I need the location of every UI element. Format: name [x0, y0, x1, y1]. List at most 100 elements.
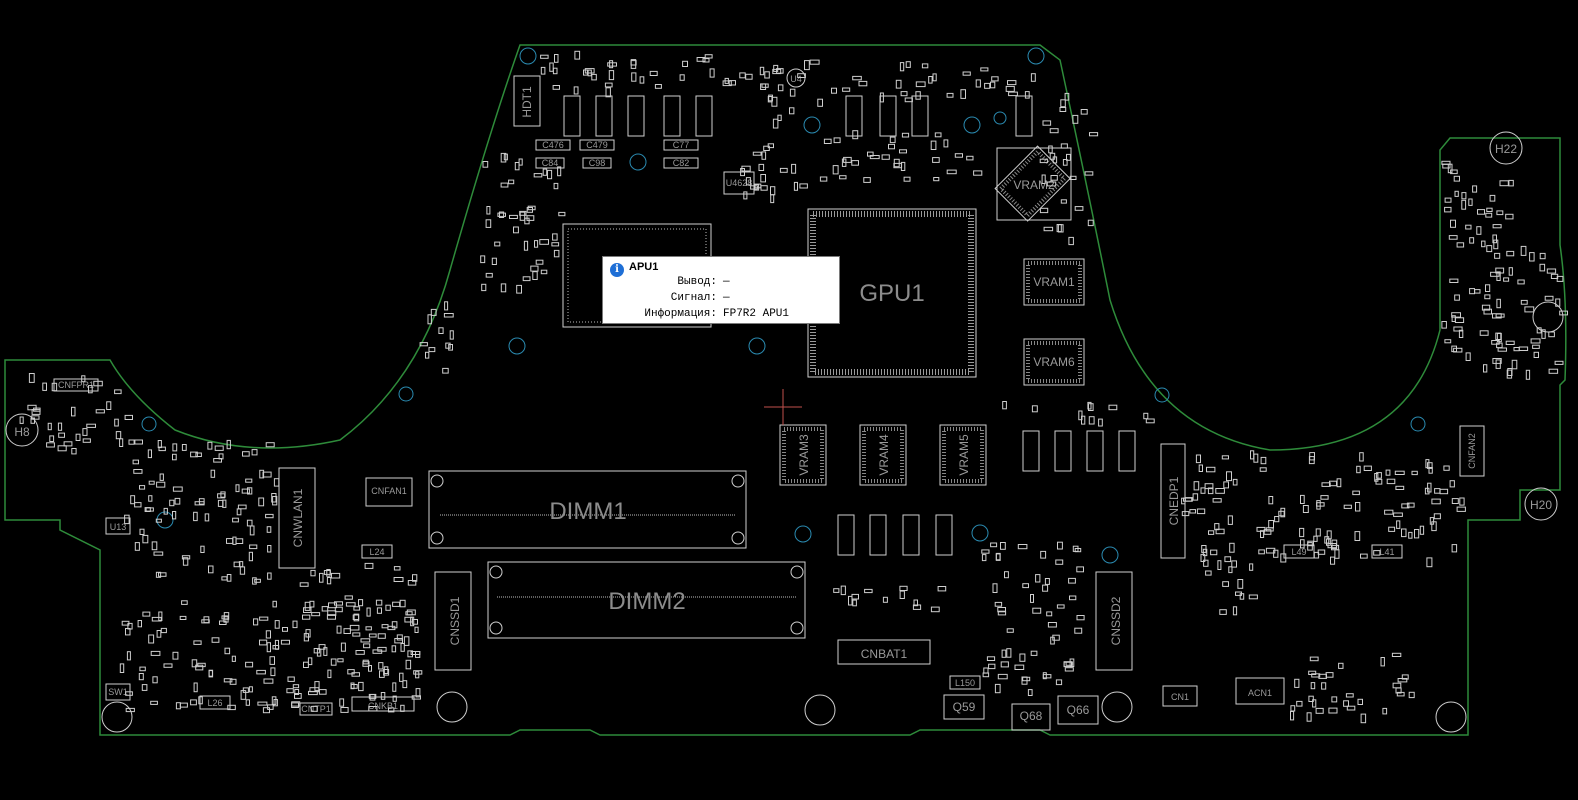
passive-pad — [245, 661, 254, 668]
passive-pad — [236, 508, 242, 516]
vram6-footprint: VRAM6 — [1023, 338, 1085, 386]
passive-pad — [233, 561, 241, 568]
passive-pad — [1529, 252, 1535, 262]
tooltip-value: FP7R2 APU1 — [723, 308, 790, 320]
passive-pad — [1217, 560, 1222, 571]
passive-pad — [1481, 240, 1486, 248]
passive-pad — [442, 367, 449, 374]
passive-pad — [1273, 549, 1279, 558]
passive-pad — [232, 536, 237, 545]
passive-pad — [1278, 510, 1285, 517]
passive-pad — [378, 662, 384, 670]
passive-pad — [1066, 153, 1071, 161]
passive-pad — [1441, 160, 1451, 165]
passive-pad — [932, 73, 937, 82]
tooltip-value: — — [723, 276, 730, 288]
passive-pad — [752, 151, 762, 156]
passive-pad — [997, 673, 1008, 680]
passive-pad — [1505, 340, 1515, 346]
cnwlan1-connector: CNWLAN1 — [278, 467, 316, 569]
passive-pad — [1074, 627, 1083, 634]
passive-pad — [519, 211, 526, 221]
passive-pad — [1302, 505, 1309, 513]
passive-pad — [797, 73, 806, 78]
passive-pad — [740, 168, 745, 177]
passive-pad — [169, 499, 175, 507]
passive-pad — [249, 525, 255, 536]
passive-pad — [770, 194, 775, 204]
passive-pad — [702, 58, 710, 63]
passive-pad — [981, 554, 987, 562]
passive-pad — [1007, 80, 1017, 86]
passive-pad — [358, 599, 364, 607]
passive-pad — [231, 655, 236, 662]
vram2-label: VRAM2 — [1013, 178, 1055, 192]
passive-pad — [198, 696, 203, 705]
passive-pad — [1548, 331, 1555, 338]
passive-pad — [1056, 604, 1065, 609]
passive-pad — [1055, 679, 1063, 686]
passive-pad — [480, 255, 486, 264]
passive-pad — [777, 114, 782, 121]
passive-pad — [133, 469, 143, 474]
passive-pad — [137, 620, 143, 628]
passive-pad — [1465, 224, 1472, 230]
passive-pad — [1357, 698, 1363, 705]
passive-pad — [267, 704, 274, 710]
passive-pad — [340, 642, 346, 652]
passive-pad — [179, 615, 187, 621]
passive-pad — [1385, 469, 1391, 476]
passive-pad — [1210, 549, 1218, 556]
passive-pad — [1249, 563, 1254, 571]
passive-pad — [1518, 346, 1529, 351]
cnwlan1-label: CNWLAN1 — [291, 488, 305, 547]
passive-pad — [1456, 506, 1466, 512]
passive-pad — [303, 607, 312, 614]
passive-pad — [291, 702, 300, 709]
passive-pad — [237, 504, 247, 510]
tooltip-value: — — [723, 292, 730, 304]
passive-pad — [132, 459, 140, 465]
sw1-label: SW1 — [108, 687, 128, 697]
passive-pad — [402, 680, 408, 689]
passive-pad — [1321, 482, 1331, 487]
passive-pad — [1406, 502, 1415, 508]
passive-pad — [552, 67, 558, 75]
passive-pad — [500, 182, 509, 188]
passive-pad — [327, 669, 332, 679]
passive-pad — [522, 276, 531, 282]
passive-pad — [82, 428, 88, 436]
passive-pad — [350, 684, 358, 689]
passive-pad — [1520, 299, 1528, 305]
passive-pad — [1005, 85, 1015, 92]
passive-pad — [1181, 511, 1190, 517]
passive-pad — [639, 76, 645, 84]
passive-pad — [270, 667, 276, 677]
passive-pad — [1427, 462, 1433, 469]
passive-pad — [1232, 606, 1238, 616]
passive-pad — [213, 458, 222, 463]
passive-pad — [1318, 673, 1328, 679]
passive-pad — [1382, 707, 1388, 715]
passive-pad — [930, 140, 937, 151]
cnfpr1-connector: CNFPR1 — [53, 378, 99, 392]
cnssd2-connector: CNSSD2 — [1095, 571, 1133, 671]
passive-pad — [858, 80, 868, 87]
passive-pad — [988, 663, 996, 670]
passive-pad — [1046, 181, 1057, 187]
passive-pad — [990, 81, 996, 89]
passive-pad — [1048, 145, 1053, 154]
passive-pad — [1321, 682, 1327, 690]
passive-pad — [553, 182, 559, 190]
passive-pad — [204, 513, 210, 522]
passive-pad — [901, 132, 910, 138]
passive-pad — [1454, 294, 1460, 301]
passive-pad — [393, 577, 404, 582]
passive-pad — [344, 595, 353, 600]
passive-pad — [995, 553, 1001, 561]
passive-pad — [1308, 670, 1317, 676]
passive-pad — [1024, 91, 1030, 99]
passive-pad — [400, 704, 405, 712]
cnkb1-label: CNKB1 — [368, 701, 398, 711]
